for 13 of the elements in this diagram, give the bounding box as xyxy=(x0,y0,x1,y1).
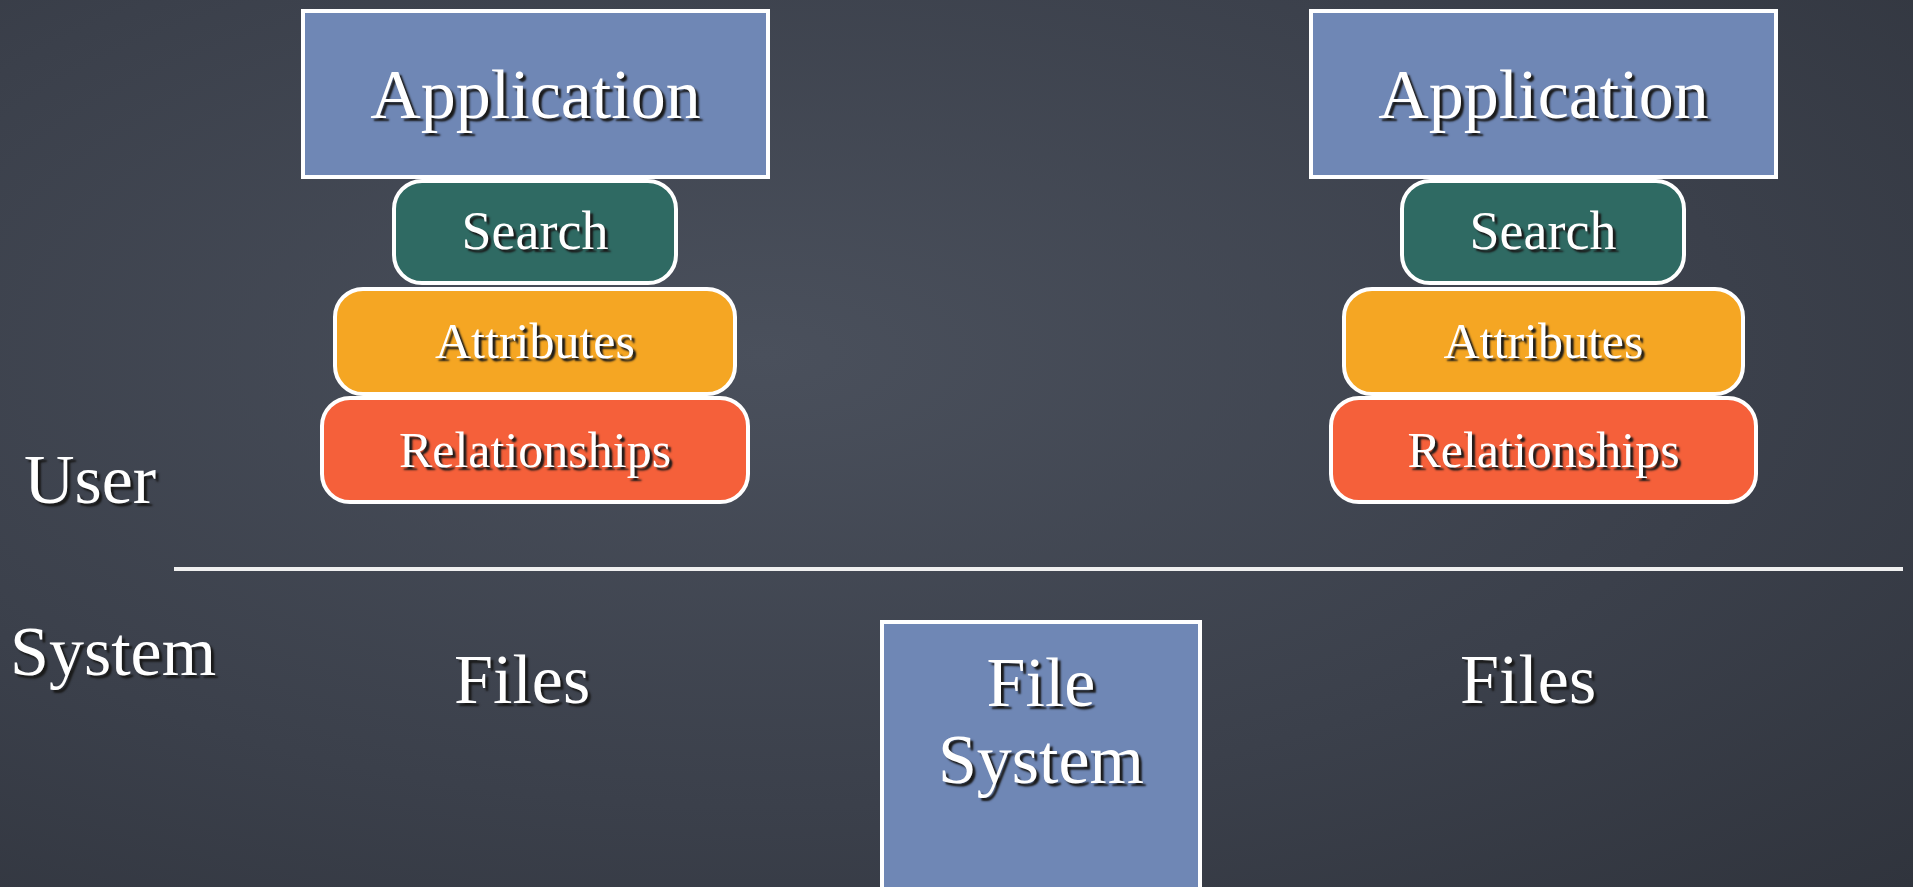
files-label: Files xyxy=(454,640,591,720)
application-box: Application xyxy=(301,9,770,179)
search-box: Search xyxy=(1400,179,1686,285)
layer-label: System xyxy=(10,612,217,692)
files-label: Files xyxy=(1460,640,1597,720)
attributes-box: Attributes xyxy=(1342,287,1745,396)
search-box: Search xyxy=(392,179,678,285)
attributes-box: Attributes xyxy=(333,287,737,396)
application-box: Application xyxy=(1309,9,1778,179)
file-system-box: File System xyxy=(880,620,1202,887)
relationships-box: Relationships xyxy=(320,396,750,504)
layer-label: User xyxy=(24,440,157,520)
relationships-box: Relationships xyxy=(1329,396,1758,504)
